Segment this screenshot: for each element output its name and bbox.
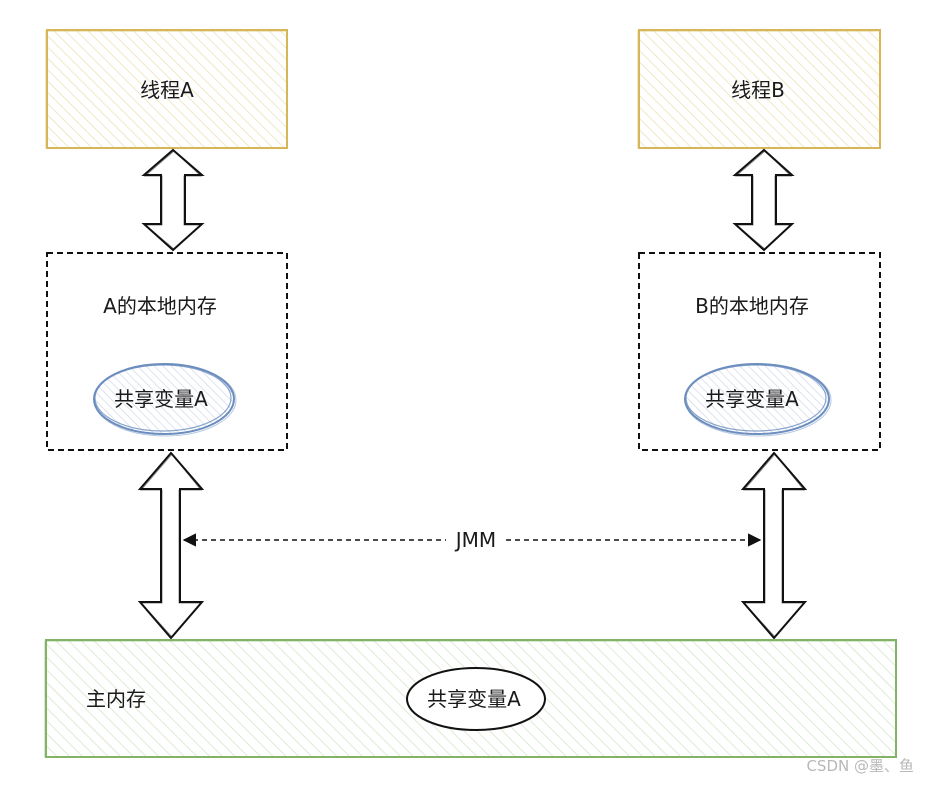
thread-a-label: 线程A bbox=[140, 78, 194, 102]
main-memory-variable-label: 共享变量A bbox=[427, 687, 521, 711]
thread-a-box: 线程A bbox=[45, 29, 288, 149]
arrow-thread-a-local-a bbox=[141, 148, 205, 252]
arrow-local-b-main bbox=[740, 451, 808, 640]
local-b-variable-label: 共享变量A bbox=[705, 387, 799, 411]
thread-b-label: 线程B bbox=[731, 78, 785, 102]
main-memory-box: 主内存 共享变量A bbox=[44, 639, 897, 758]
local-a-variable-label: 共享变量A bbox=[114, 387, 208, 411]
local-b-variable: 共享变量A bbox=[684, 363, 832, 437]
arrow-thread-b-local-b bbox=[732, 148, 795, 252]
main-memory-variable: 共享变量A bbox=[406, 667, 546, 731]
thread-b-box: 线程B bbox=[637, 29, 881, 149]
local-memory-a-box: A的本地内存 共享变量A bbox=[46, 252, 288, 451]
local-memory-b-box: B的本地内存 共享变量A bbox=[638, 252, 881, 451]
main-memory-label: 主内存 bbox=[86, 687, 146, 711]
watermark: CSDN @墨、鱼 bbox=[806, 757, 914, 775]
local-memory-b-label: B的本地内存 bbox=[695, 294, 809, 318]
jmm-label: JMM bbox=[454, 528, 496, 552]
local-memory-a-label: A的本地内存 bbox=[103, 294, 217, 318]
local-a-variable: 共享变量A bbox=[93, 363, 237, 437]
jmm-connector: JMM bbox=[182, 528, 762, 552]
arrow-local-a-main bbox=[137, 451, 205, 640]
